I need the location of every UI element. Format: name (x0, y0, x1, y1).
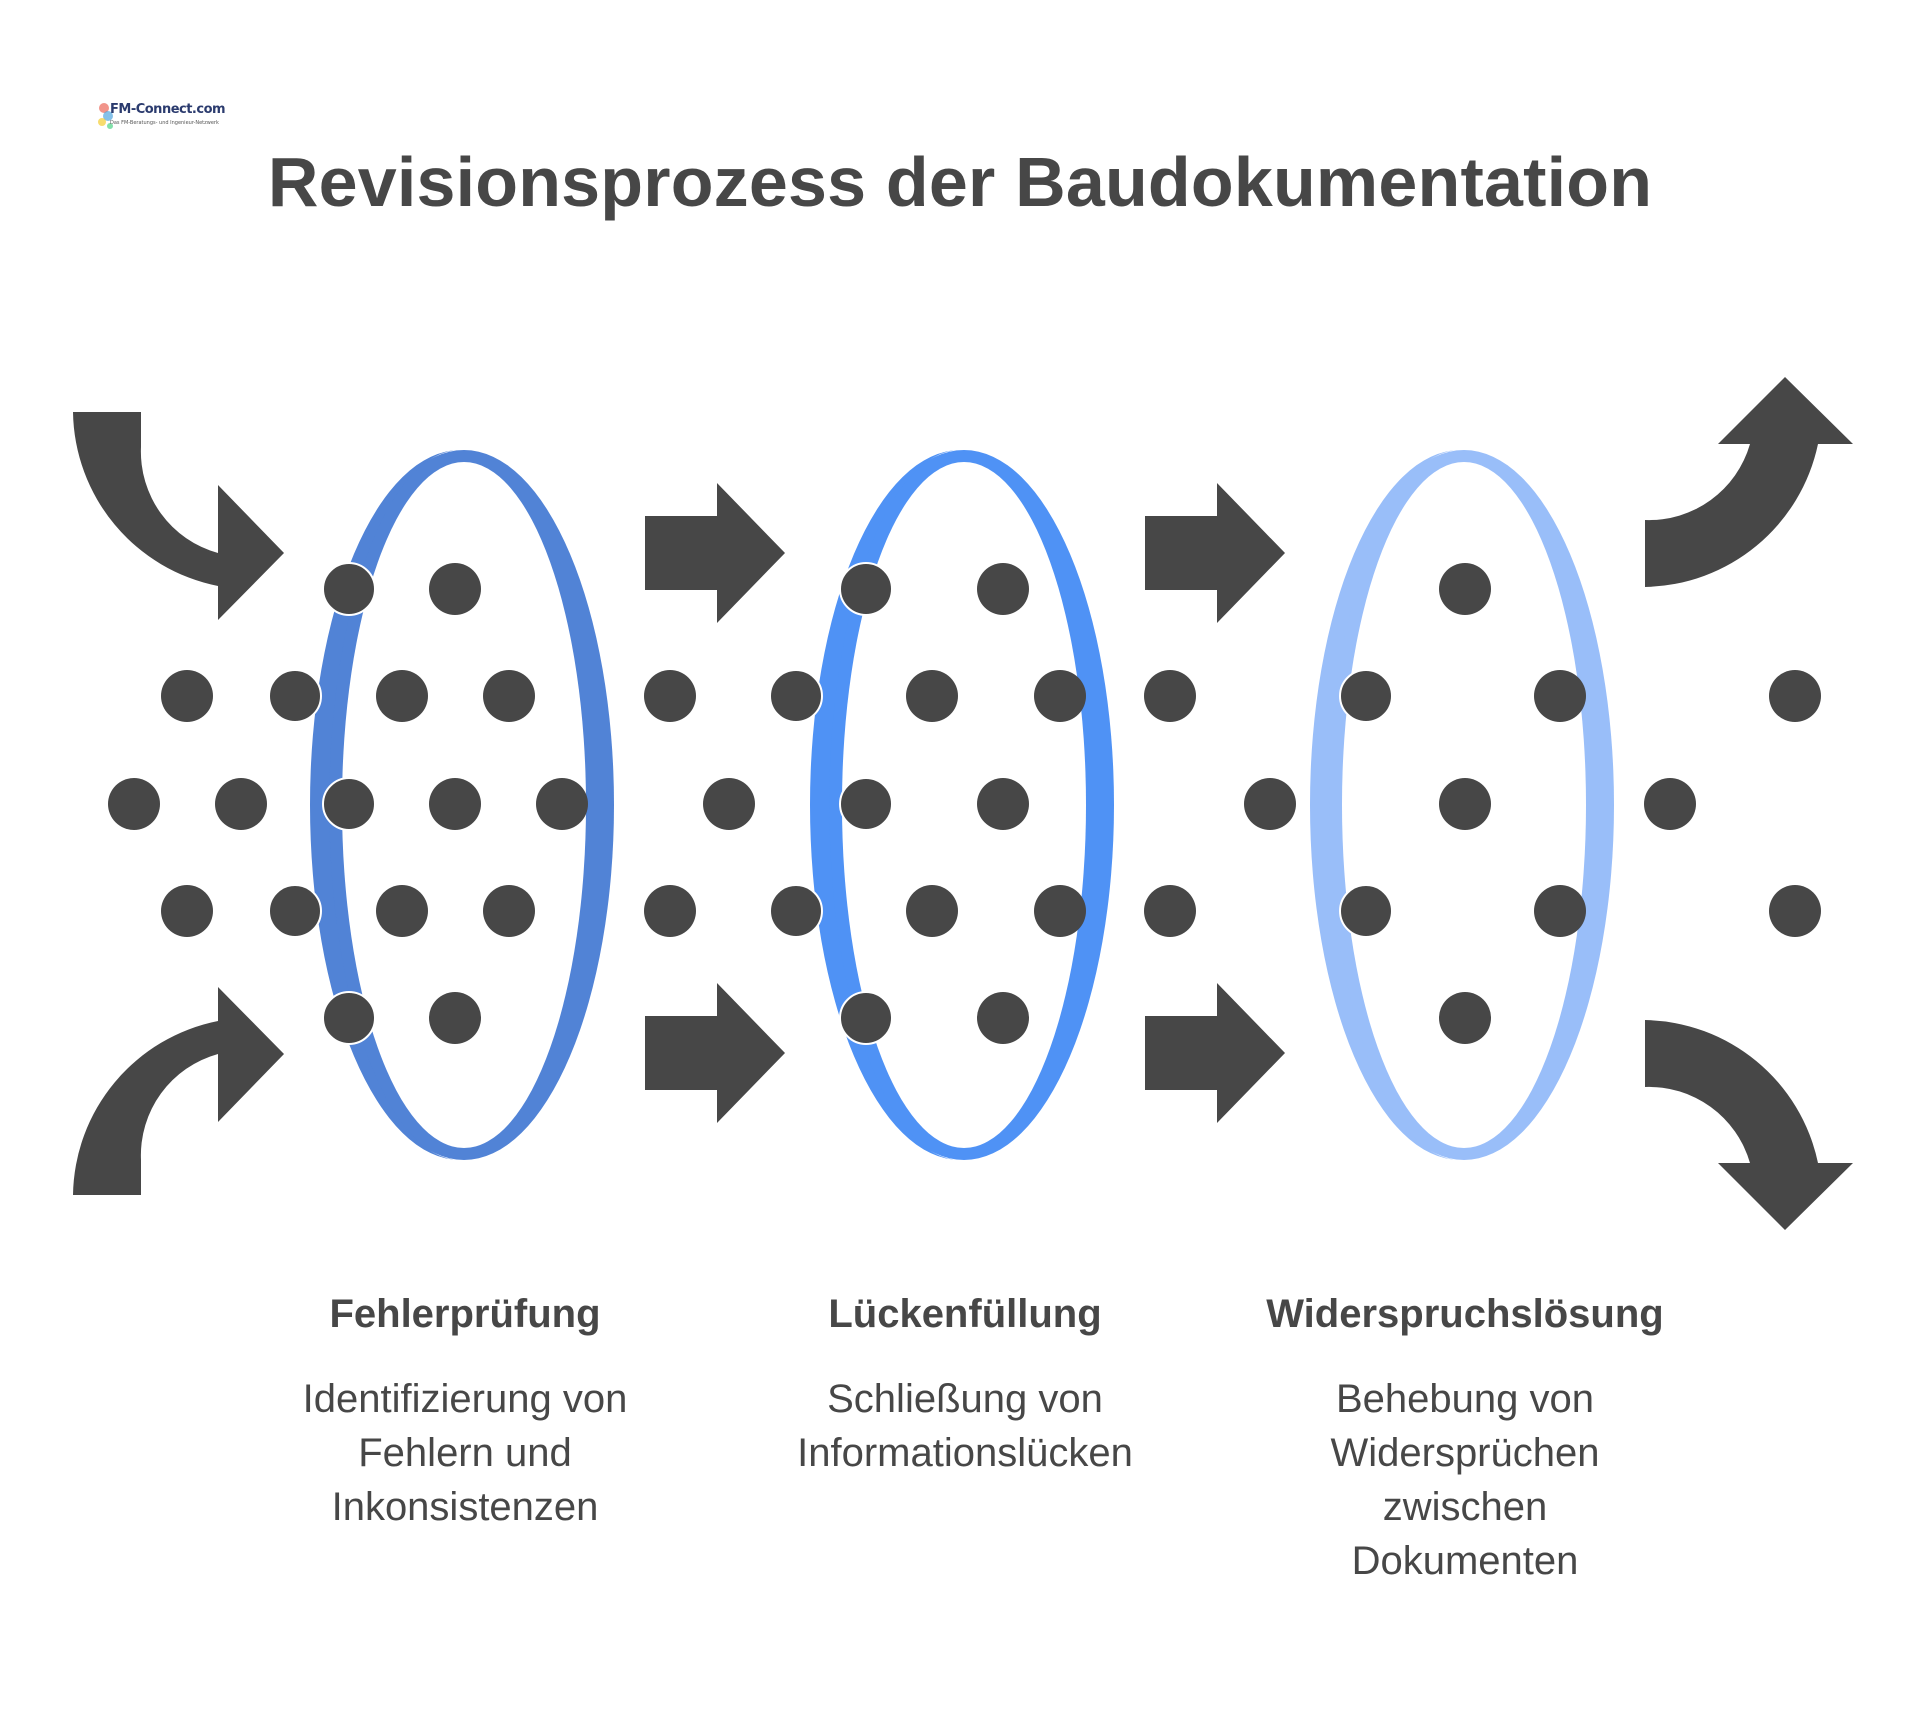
stage-error-check: Fehlerprüfung Identifizierung von Fehler… (235, 1290, 695, 1534)
dot (1534, 670, 1586, 722)
dot-outlined (769, 669, 823, 723)
dot (1034, 885, 1086, 937)
curved-arrow-in-top-icon (73, 412, 284, 620)
curved-arrow-out-top-icon (1645, 377, 1853, 587)
stage-description: Identifizierung von Fehlern und Inkonsis… (302, 1377, 628, 1529)
curved-arrow-out-bottom-icon (1645, 1020, 1853, 1230)
straight-arrow-icon (645, 483, 785, 623)
dot (644, 885, 696, 937)
dot (1534, 885, 1586, 937)
straight-arrow-icon (1145, 483, 1285, 623)
dot (1439, 563, 1491, 615)
logo-graphic (98, 103, 113, 129)
dot (1439, 992, 1491, 1044)
stage-title: Lückenfüllung (828, 1292, 1102, 1336)
dot (977, 778, 1029, 830)
dot (1244, 778, 1296, 830)
logo: FM-Connect.com Das FM-Beratungs- und Ing… (96, 96, 226, 138)
straight-arrow-icon (1145, 983, 1285, 1123)
ring-gap-fill-hole (842, 462, 1086, 1148)
stage-title: Widerspruchslösung (1266, 1292, 1664, 1336)
straight-arrow-icon (645, 983, 785, 1123)
dot (429, 992, 481, 1044)
dot (1769, 885, 1821, 937)
dot (1034, 670, 1086, 722)
stage-gap-fill: Lückenfüllung Schließung von Information… (735, 1290, 1195, 1480)
dot (977, 992, 1029, 1044)
rings-layer (310, 450, 1614, 1160)
dot-outlined (322, 777, 376, 831)
dot (1769, 670, 1821, 722)
dot-outlined (1339, 669, 1393, 723)
dot (1439, 778, 1491, 830)
stage-description: Schließung von Informationslücken (797, 1377, 1133, 1475)
dot (977, 563, 1029, 615)
dot (1144, 885, 1196, 937)
dot-outlined (268, 669, 322, 723)
dot-outlined (839, 777, 893, 831)
dot-outlined (839, 991, 893, 1045)
dot (1644, 778, 1696, 830)
dot (536, 778, 588, 830)
dot (161, 885, 213, 937)
dot (215, 778, 267, 830)
stage-contradiction-resolution: Widerspruchslösung Behebung von Widerspr… (1235, 1290, 1695, 1588)
dot-outlined (769, 884, 823, 938)
curved-arrow-in-bottom-icon (73, 987, 284, 1195)
dot-outlined (839, 562, 893, 616)
logo-text: FM-Connect.com (110, 102, 226, 117)
logo-subtext: Das FM-Beratungs- und Ingenieur-Netzwerk (110, 120, 219, 126)
dot (644, 670, 696, 722)
dot (483, 670, 535, 722)
dot (1144, 670, 1196, 722)
dot (161, 670, 213, 722)
dot (376, 670, 428, 722)
page-title: Revisionsprozess der Baudokumentation (267, 143, 1653, 221)
dots-front-layer (268, 562, 1586, 1045)
dot (429, 778, 481, 830)
arrows-layer (73, 377, 1853, 1230)
stage-description: Behebung von Widersprüchen zwischen Doku… (1330, 1377, 1600, 1583)
dot (376, 885, 428, 937)
dot (703, 778, 755, 830)
dot-outlined (1339, 884, 1393, 938)
dot (906, 885, 958, 937)
dot-outlined (322, 991, 376, 1045)
dot (108, 778, 160, 830)
stage-title: Fehlerprüfung (329, 1292, 601, 1336)
dot (483, 885, 535, 937)
dot (429, 563, 481, 615)
dot (906, 670, 958, 722)
dot-outlined (322, 562, 376, 616)
dot-outlined (268, 884, 322, 938)
